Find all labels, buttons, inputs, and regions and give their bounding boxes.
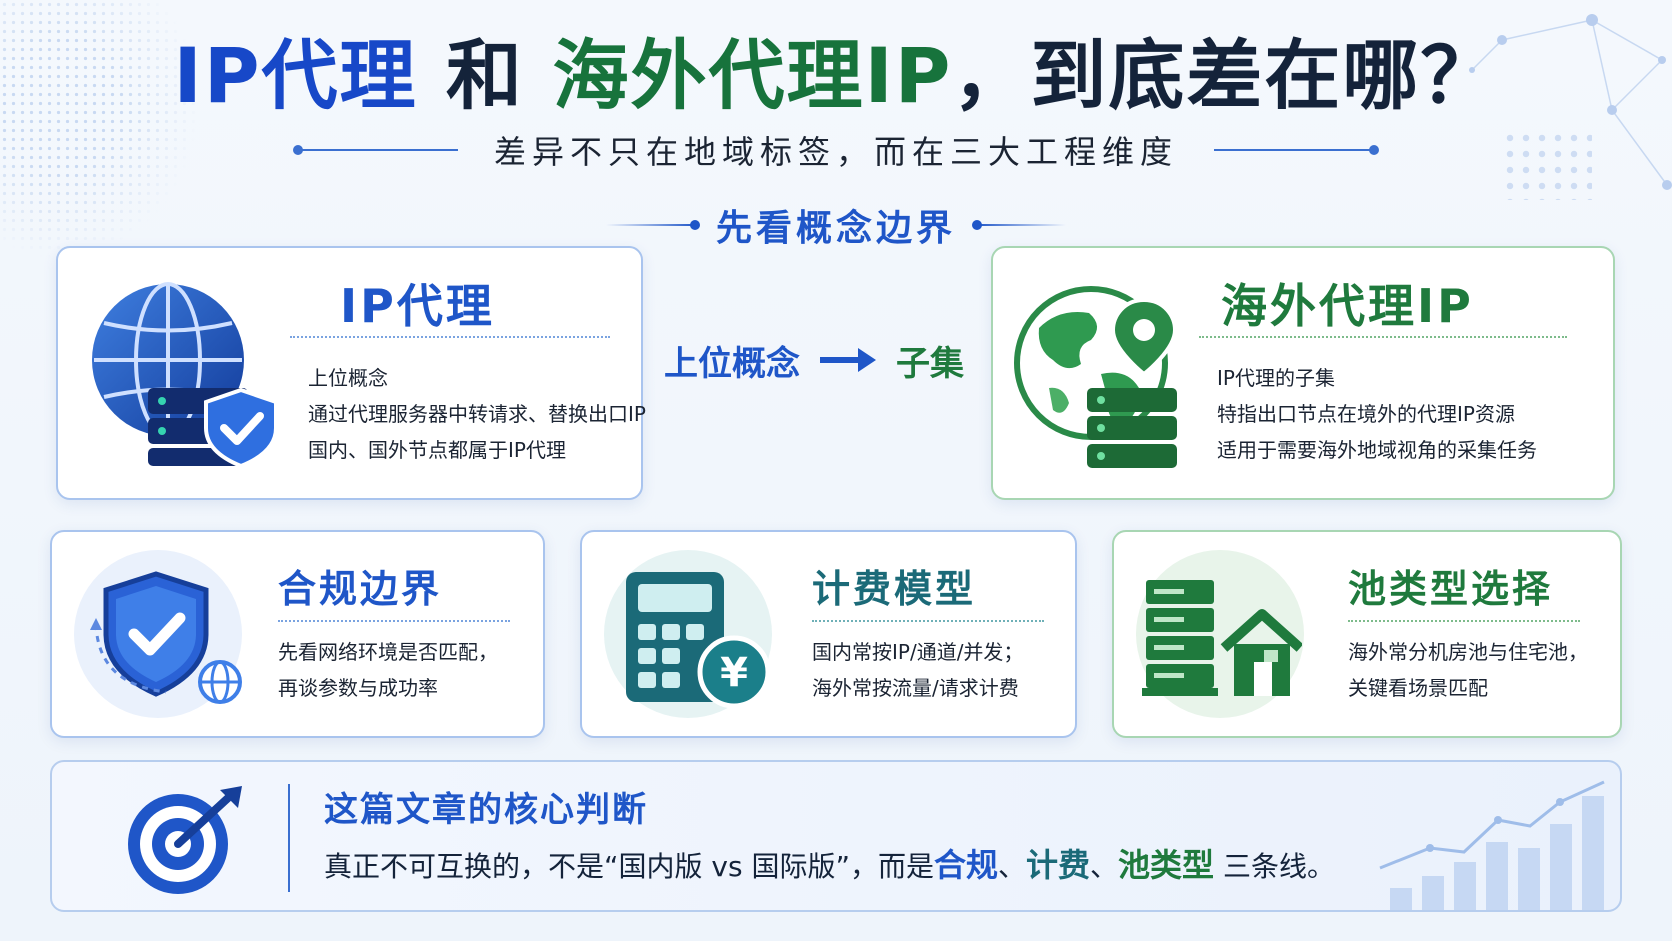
target-arrow-icon xyxy=(128,786,242,894)
banner-separator xyxy=(288,784,290,892)
decorative-dots xyxy=(1502,130,1592,200)
section-line-left xyxy=(605,220,700,230)
card-ip-proxy-line-2: 通过代理服务器中转请求、替换出口IP xyxy=(308,402,646,426)
card-pool-type-lines: 海外常分机房池与住宅池， 关键看场景匹配 xyxy=(1348,634,1588,706)
calculator-yen-icon: ¥ xyxy=(626,572,771,709)
banner-text: 真正不可互换的，不是“国内版 vs 国际版”，而是合规、计费、池类型 三条线。 xyxy=(324,840,1335,886)
section-heading-row: 先看概念边界 xyxy=(0,200,1672,250)
card-overseas-proxy-divider xyxy=(1199,336,1567,338)
title-joiner: 和 xyxy=(417,31,553,120)
card-overseas-proxy-title: 海外代理IP xyxy=(1221,279,1474,333)
card-billing-line-1: 国内常按IP/通道/并发； xyxy=(812,640,1024,664)
decorative-dot-globe xyxy=(0,0,200,260)
card-pool-type-title: 池类型选择 xyxy=(1348,567,1554,611)
card-pool-type-divider xyxy=(1348,620,1580,622)
relation-superset: 上位概念 xyxy=(664,343,800,384)
subtitle-line-right xyxy=(1214,145,1379,155)
card-overseas-proxy: 海外代理IP IP代理的子集 特指出口节点在境外的代理IP资源 适用于需要海外地… xyxy=(991,246,1615,500)
card-ip-proxy-line-3: 国内、国外节点都属于IP代理 xyxy=(308,438,566,462)
section-title: 先看概念边界 xyxy=(715,208,956,249)
yen-symbol: ¥ xyxy=(720,650,748,696)
subtitle: 差异不只在地域标签，而在三大工程维度 xyxy=(493,133,1178,171)
banner-text-prefix: 真正不可互换的，不是“国内版 vs 国际版”，而是 xyxy=(324,850,934,883)
card-compliance-line-1: 先看网络环境是否匹配， xyxy=(278,640,498,664)
card-ip-proxy-lines: 上位概念 通过代理服务器中转请求、替换出口IP 国内、国外节点都属于IP代理 xyxy=(308,360,646,468)
title-question: ，到底差在哪？ xyxy=(952,31,1499,120)
card-pool-line-1: 海外常分机房池与住宅池， xyxy=(1348,640,1588,664)
card-billing-lines: 国内常按IP/通道/并发； 海外常按流量/请求计费 xyxy=(812,634,1023,706)
decorative-network-lines xyxy=(1469,14,1672,190)
banner-sep-2: 、 xyxy=(1090,850,1119,883)
card-billing-title: 计费模型 xyxy=(812,567,977,611)
shield-check-icon xyxy=(90,571,242,704)
banner-sep-1: 、 xyxy=(998,850,1027,883)
subtitle-row: 差异不只在地域标签，而在三大工程维度 xyxy=(0,128,1672,172)
card-compliance: 合规边界 先看网络环境是否匹配， 再谈参数与成功率 xyxy=(50,530,545,738)
card-overseas-proxy-lines: IP代理的子集 特指出口节点在境外的代理IP资源 适用于需要海外地域视角的采集任… xyxy=(1217,360,1537,468)
card-pool-type: 池类型选择 海外常分机房池与住宅池， 关键看场景匹配 xyxy=(1112,530,1622,738)
banner-keyword-compliance: 合规 xyxy=(933,846,998,884)
card-compliance-divider xyxy=(278,620,510,622)
banner-title: 这篇文章的核心判断 xyxy=(324,790,648,830)
card-overseas-line-2: 特指出口节点在境外的代理IP资源 xyxy=(1217,402,1515,426)
card-compliance-title: 合规边界 xyxy=(278,567,443,611)
card-billing-line-2: 海外常按流量/请求计费 xyxy=(812,676,1019,700)
globe-location-server-icon xyxy=(1014,286,1178,468)
banner-keyword-billing: 计费 xyxy=(1026,846,1091,884)
card-overseas-line-1: IP代理的子集 xyxy=(1217,366,1335,390)
card-ip-proxy-title: IP代理 xyxy=(340,279,495,333)
title-overseas-proxy: 海外代理IP xyxy=(552,31,953,120)
arrow-right-icon xyxy=(820,348,876,372)
card-billing-divider xyxy=(812,620,1044,622)
core-judgment-banner: 这篇文章的核心判断 真正不可互换的，不是“国内版 vs 国际版”，而是合规、计费… xyxy=(50,760,1622,912)
server-house-icon xyxy=(1142,580,1302,696)
card-billing: ¥ 计费模型 国内常按IP/通道/并发； 海外常按流量/请求计费 xyxy=(580,530,1077,738)
relation-subset: 子集 xyxy=(896,343,964,384)
page-title: IP代理 和 海外代理IP，到底差在哪？ xyxy=(0,28,1672,124)
card-ip-proxy-divider xyxy=(290,336,610,338)
banner-keyword-pool-type: 池类型 xyxy=(1118,846,1215,884)
globe-server-shield-icon xyxy=(92,282,278,468)
concept-relation: 上位概念 子集 xyxy=(664,330,984,390)
card-ip-proxy: IP代理 上位概念 通过代理服务器中转请求、替换出口IP 国内、国外节点都属于I… xyxy=(56,246,646,500)
card-pool-line-2: 关键看场景匹配 xyxy=(1348,676,1488,700)
banner-text-suffix: 三条线。 xyxy=(1214,850,1335,883)
title-ip-proxy: IP代理 xyxy=(173,31,418,120)
subtitle-line-left xyxy=(292,145,458,155)
section-line-right xyxy=(972,220,1066,230)
card-compliance-line-2: 再谈参数与成功率 xyxy=(278,676,438,700)
card-overseas-line-3: 适用于需要海外地域视角的采集任务 xyxy=(1217,438,1537,462)
card-ip-proxy-line-1: 上位概念 xyxy=(308,366,388,390)
card-compliance-lines: 先看网络环境是否匹配， 再谈参数与成功率 xyxy=(278,634,498,706)
decorative-bar-chart xyxy=(1379,780,1605,910)
